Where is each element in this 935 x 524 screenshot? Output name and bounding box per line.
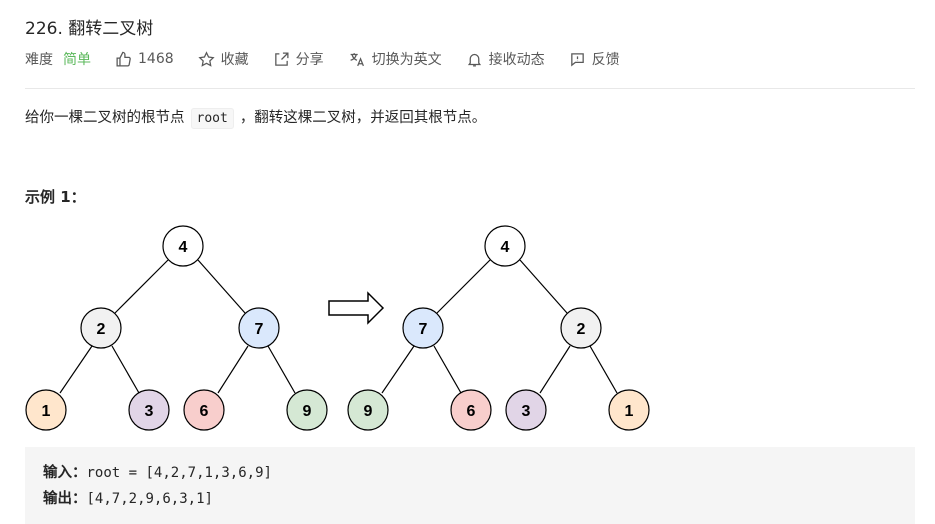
svg-text:6: 6 [200, 403, 209, 420]
description-suffix: ，翻转这棵二叉树，并返回其根节点。 [239, 110, 487, 126]
share-button[interactable]: 分享 [273, 49, 324, 69]
thumbs-up-icon [116, 51, 131, 67]
tree-before: 4 2 7 1 3 6 9 [25, 225, 328, 431]
tree-diagram: 4 2 7 1 3 6 9 4 [25, 225, 650, 431]
example-output-line: 输出：[4,7,2,9,6,3,1] [43, 487, 213, 508]
feedback-icon [570, 52, 584, 66]
share-icon [274, 51, 289, 66]
star-icon [198, 50, 215, 67]
svg-text:4: 4 [501, 239, 510, 256]
svg-text:1: 1 [625, 403, 634, 420]
root-code: root [190, 108, 234, 129]
svg-text:9: 9 [364, 403, 373, 420]
like-button[interactable]: 1468 [115, 51, 174, 68]
like-count: 1468 [138, 51, 174, 67]
output-value: [4,7,2,9,6,3,1] [86, 491, 213, 507]
svg-text:7: 7 [255, 321, 264, 338]
problem-meta-bar: 难度 简单 1468 收藏 分享 切换为英文 接收动态 反馈 [25, 48, 644, 70]
tree-before-edges [59, 259, 296, 394]
svg-text:9: 9 [303, 403, 312, 420]
feedback-label: 反馈 [591, 52, 620, 68]
tree-node: 3 [505, 389, 547, 431]
example-io-block: 输入：root = [4,2,7,1,3,6,9] 输出：[4,7,2,9,6,… [25, 447, 915, 524]
svg-text:3: 3 [522, 403, 531, 420]
tree-node: 9 [347, 389, 389, 431]
tree-after-edges [381, 259, 618, 394]
translate-label: 切换为英文 [371, 52, 442, 68]
description-prefix: 给你一棵二叉树的根节点 [25, 110, 185, 126]
favorite-button[interactable]: 收藏 [198, 49, 249, 69]
tree-node: 7 [402, 307, 444, 349]
input-label: 输入： [43, 465, 87, 481]
tree-node: 1 [608, 389, 650, 431]
translate-icon [350, 52, 364, 66]
notify-label: 接收动态 [488, 52, 545, 68]
problem-description: 给你一棵二叉树的根节点 root ，翻转这棵二叉树，并返回其根节点。 [25, 106, 486, 131]
output-label: 输出： [43, 491, 87, 507]
tree-node: 4 [162, 225, 204, 267]
tree-node: 7 [238, 307, 280, 349]
tree-node: 9 [286, 389, 328, 431]
tree-node: 1 [25, 389, 67, 431]
feedback-button[interactable]: 反馈 [569, 49, 620, 69]
svg-text:4: 4 [179, 239, 188, 256]
svg-text:2: 2 [97, 321, 106, 338]
share-label: 分享 [295, 52, 324, 68]
difficulty-label: 难度 [25, 52, 53, 68]
tree-node: 6 [450, 389, 492, 431]
tree-node: 4 [484, 225, 526, 267]
svg-text:2: 2 [577, 321, 586, 338]
tree-node: 2 [80, 307, 122, 349]
tree-after: 4 7 2 9 6 3 1 [347, 225, 650, 431]
header-divider [25, 88, 915, 89]
input-value: root = [4,2,7,1,3,6,9] [86, 465, 272, 481]
svg-text:1: 1 [42, 403, 51, 420]
problem-title: 226. 翻转二叉树 [25, 19, 154, 39]
tree-node: 2 [560, 307, 602, 349]
tree-node: 3 [128, 389, 170, 431]
difficulty-value: 简单 [63, 52, 91, 68]
tree-node: 6 [183, 389, 225, 431]
svg-text:6: 6 [467, 403, 476, 420]
example-title: 示例 1： [25, 188, 86, 206]
bell-icon [467, 53, 481, 67]
svg-text:7: 7 [419, 321, 428, 338]
svg-text:3: 3 [145, 403, 154, 420]
arrow-right-icon [328, 291, 385, 325]
example-input-line: 输入：root = [4,2,7,1,3,6,9] [43, 461, 272, 482]
notify-button[interactable]: 接收动态 [466, 49, 545, 69]
favorite-label: 收藏 [220, 52, 249, 68]
translate-button[interactable]: 切换为英文 [348, 49, 442, 69]
